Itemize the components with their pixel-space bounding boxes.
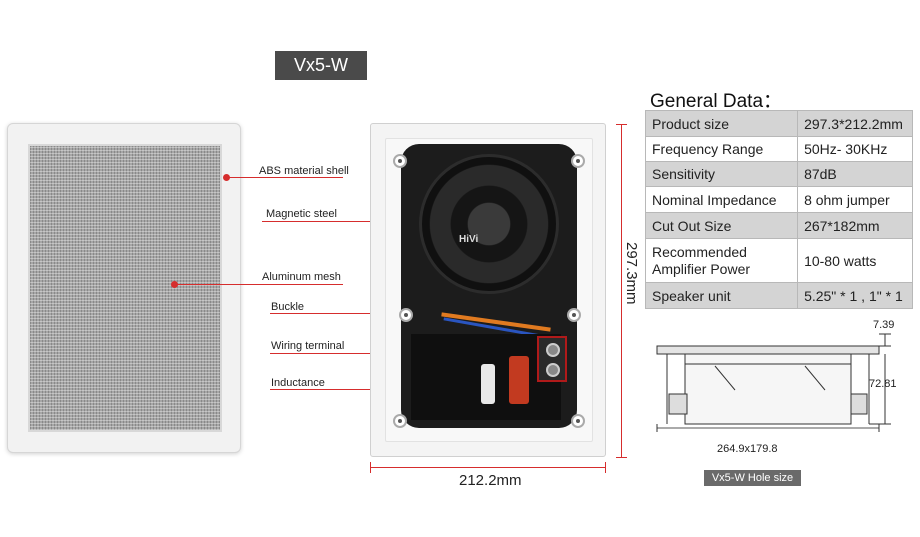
spec-key: Cut Out Size [644,212,799,239]
model-badge: Vx5-W [275,51,367,80]
speaker-front-grille [7,123,241,453]
height-dimension-line [621,124,622,458]
terminal-post-icon [546,363,560,377]
spec-row: Product size 297.3*212.2mm [644,110,913,137]
spec-row: Cut Out Size 267*182mm [644,212,913,239]
callout-label-inductance: Inductance [271,377,325,389]
buckle-icon [571,414,585,428]
inductor-coil [509,356,529,404]
callout-label-abs-shell: ABS material shell [259,165,349,177]
callout-label-aluminum-mesh: Aluminum mesh [262,271,341,283]
woofer-magnet [419,154,559,294]
wiring-terminal [537,336,567,382]
spec-key: Recommended Amplifier Power [644,238,799,283]
buckle-icon [399,308,413,322]
width-dimension-cap [605,462,606,473]
callout-label-buckle: Buckle [271,301,305,313]
spec-row: Recommended Amplifier Power 10-80 watts [644,238,913,283]
spec-value: 50Hz- 30KHz [797,136,913,162]
spec-key: Sensitivity [644,161,799,187]
hole-side-dim-label: 72.81 [869,378,897,390]
callout-line-aluminum-mesh [171,281,343,288]
spec-table: Product size 297.3*212.2mm Frequency Ran… [644,110,913,309]
callout-label-magnetic-steel: Magnetic steel [266,208,337,220]
terminal-post-icon [546,343,560,357]
buckle-icon [393,154,407,168]
hole-size-diagram [656,333,891,432]
width-dimension-label: 212.2mm [459,472,522,489]
woofer-brand-label: HiVi [459,234,479,245]
spec-value: 297.3*212.2mm [797,110,913,137]
spec-value: 267*182mm [797,212,913,239]
spec-title: General Data： [650,91,783,112]
width-dimension-line [370,467,606,468]
height-dimension-label: 297.3mm [623,242,640,305]
buckle-icon [571,154,585,168]
spec-key: Frequency Range [644,136,799,162]
buckle-icon [393,414,407,428]
capacitor [481,364,495,404]
hole-size-caption: Vx5-W Hole size [704,470,801,486]
spec-row: Frequency Range 50Hz- 30KHz [644,136,913,162]
height-dimension-cap [616,457,627,458]
hole-bottom-dim-label: 264.9x179.8 [717,443,778,455]
spec-value: 8 ohm jumper [797,186,913,213]
spec-row: Sensitivity 87dB [644,161,913,187]
spec-row: Speaker unit 5.25" * 1 , 1" * 1 [644,282,913,309]
spec-key: Nominal Impedance [644,186,799,213]
buckle-icon [567,308,581,322]
hole-top-dim-label: 7.39 [873,319,895,331]
width-dimension-cap [370,462,371,473]
callout-line-abs-shell [223,174,343,181]
spec-value: 87dB [797,161,913,187]
spec-value: 10-80 watts [797,238,913,283]
speaker-back-view: HiVi [370,123,606,457]
spec-key: Product size [644,110,799,137]
spec-value: 5.25" * 1 , 1" * 1 [797,282,913,309]
spec-row: Nominal Impedance 8 ohm jumper [644,186,913,213]
height-dimension-cap [616,124,627,125]
aluminum-mesh-panel [28,144,222,432]
callout-label-wiring-terminal: Wiring terminal [271,340,345,352]
spec-key: Speaker unit [644,282,799,309]
